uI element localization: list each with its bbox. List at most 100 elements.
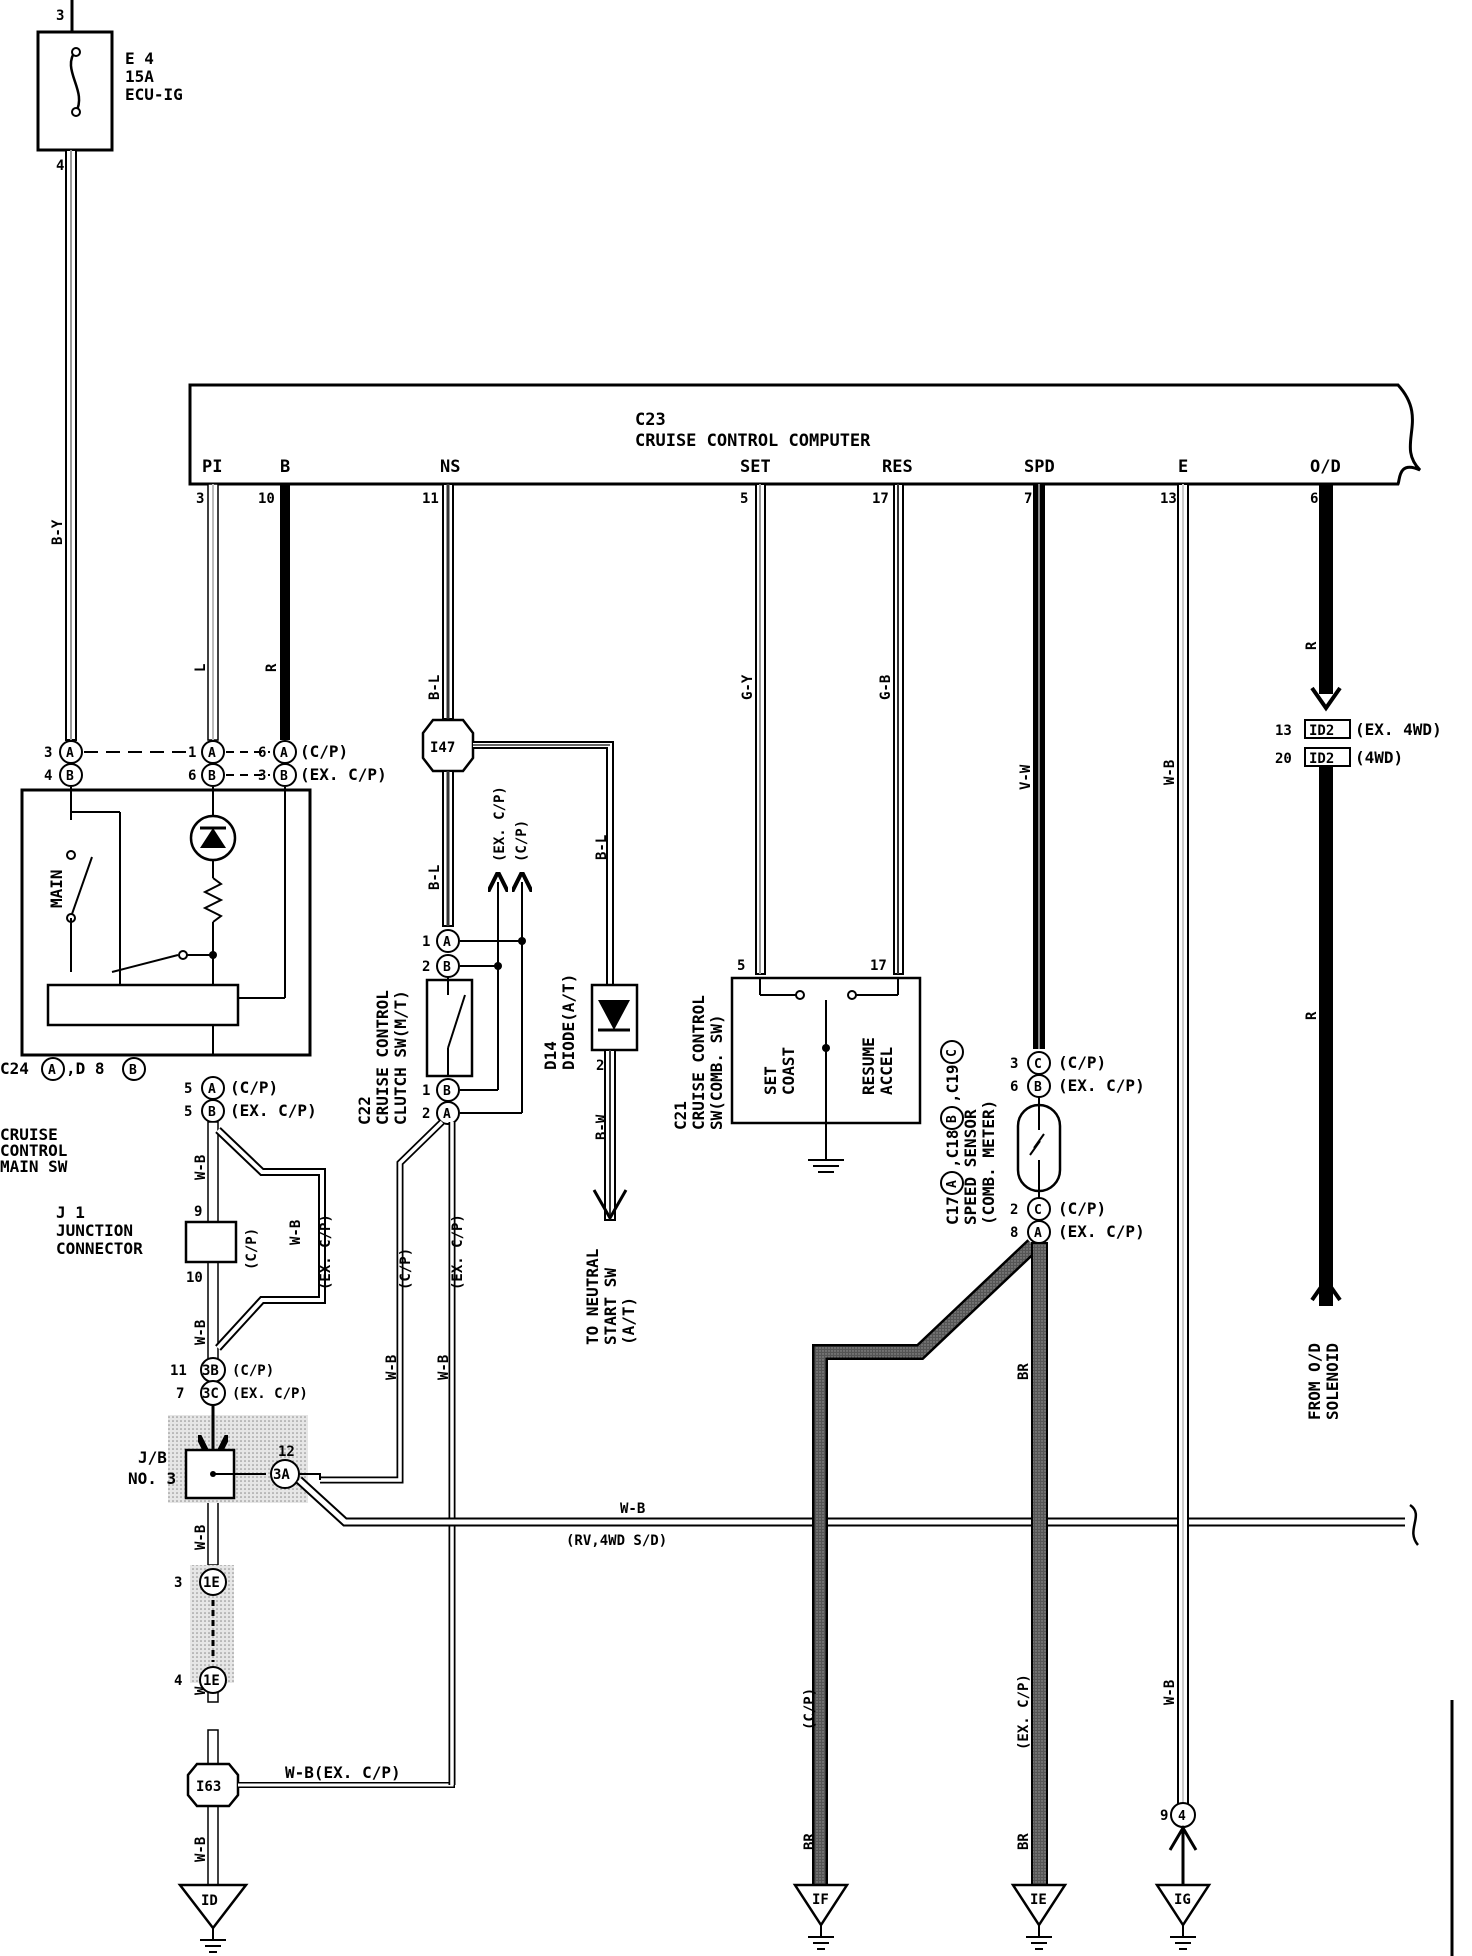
svg-text:B-L: B-L — [427, 865, 443, 890]
svg-text:NO. 3: NO. 3 — [128, 1469, 176, 1488]
wire-w-b-horizontal: W-B (RV,4WD S/D) — [295, 1476, 1420, 1549]
fuse-e4: 3 E 4 15A ECU-IG 4 — [36, 0, 183, 174]
svg-text:J/B: J/B — [138, 1448, 167, 1467]
svg-text:CRUISE: CRUISE — [0, 1125, 58, 1144]
svg-text:3: 3 — [56, 8, 64, 24]
speed-sensor: C B 3 6 (C/P) (EX. C/P) C A 2 8 (C/P) (E… — [1010, 1051, 1145, 1244]
svg-text:(C/P): (C/P) — [802, 1688, 818, 1730]
svg-text:,C18: ,C18 — [943, 1129, 962, 1168]
svg-text:E: E — [1178, 457, 1188, 477]
svg-text:(C/P): (C/P) — [230, 1078, 278, 1097]
svg-text:(C/P): (C/P) — [398, 1248, 414, 1290]
svg-text:B: B — [66, 769, 74, 784]
svg-text:CRUISE CONTROL: CRUISE CONTROL — [373, 990, 392, 1125]
svg-text:(COMB. METER): (COMB. METER) — [979, 1100, 998, 1225]
svg-text:A: A — [66, 746, 74, 761]
svg-text:(EX. C/P): (EX. C/P) — [318, 1214, 334, 1290]
svg-text:L: L — [193, 664, 209, 672]
svg-text:7: 7 — [176, 1386, 184, 1402]
svg-text:20: 20 — [1275, 751, 1292, 767]
svg-text:BR: BR — [1016, 1363, 1032, 1380]
svg-text:3: 3 — [196, 491, 204, 507]
svg-text:IF: IF — [812, 1892, 829, 1908]
svg-text:12: 12 — [278, 1444, 295, 1460]
svg-text:W-B: W-B — [436, 1355, 452, 1380]
wire-set-res: G-Y G-B — [740, 483, 904, 975]
svg-text:C22: C22 — [355, 1096, 374, 1125]
junction-connector-j1: 9 10 (C/P) J 1 JUNCTION CONNECTOR — [56, 1203, 260, 1286]
svg-text:START SW: START SW — [601, 1268, 620, 1345]
svg-text:B-L: B-L — [427, 675, 443, 700]
cruise-control-switch-c21: 5 17 SET COAST RESUME ACCEL C21 CRUISE C… — [671, 958, 922, 1173]
svg-text:(C/P): (C/P) — [1058, 1053, 1106, 1072]
cruise-control-computer: C23 CRUISE CONTROL COMPUTER — [188, 383, 1422, 486]
wire-od-r: R ID2 ID2 13 20 (EX. 4WD) (4WD) R FROM O… — [1275, 484, 1442, 1420]
wire-b-r: R — [264, 484, 290, 740]
svg-text:SPD: SPD — [1024, 457, 1055, 477]
svg-text:3: 3 — [44, 745, 52, 761]
wire-w-b-clutch: W-B (C/P) W-B (EX. C/P) — [299, 1119, 466, 1785]
ground-id: ID — [177, 1883, 249, 1953]
svg-text:SPEED SENSOR: SPEED SENSOR — [961, 1109, 980, 1225]
svg-text:W-B: W-B — [193, 1320, 209, 1345]
svg-text:SET: SET — [740, 457, 771, 477]
svg-text:W-B: W-B — [1162, 760, 1178, 785]
svg-text:2: 2 — [422, 1106, 430, 1122]
svg-text:DIODE(A/T): DIODE(A/T) — [559, 974, 578, 1070]
svg-text:BR: BR — [1016, 1833, 1032, 1850]
svg-text:C: C — [945, 1049, 960, 1057]
svg-text:W-B: W-B — [384, 1355, 400, 1380]
svg-text:(EX. C/P): (EX. C/P) — [1058, 1076, 1145, 1095]
svg-text:(4WD): (4WD) — [1355, 748, 1403, 767]
svg-text:A: A — [443, 935, 451, 950]
svg-text:C24: C24 — [0, 1059, 29, 1078]
svg-text:A: A — [280, 746, 288, 761]
svg-text:W-B: W-B — [288, 1220, 304, 1245]
svg-text:B: B — [129, 1063, 137, 1078]
svg-text:W-B: W-B — [193, 1155, 209, 1180]
svg-text:SOLENOID: SOLENOID — [1323, 1343, 1342, 1420]
svg-text:3C: 3C — [202, 1386, 219, 1402]
svg-text:V-W: V-W — [1018, 764, 1034, 790]
svg-text:1E: 1E — [203, 1575, 220, 1591]
svg-text:(RV,4WD S/D): (RV,4WD S/D) — [566, 1533, 667, 1549]
svg-text:A: A — [48, 1063, 56, 1078]
svg-text:6: 6 — [1310, 491, 1318, 507]
svg-text:NS: NS — [440, 457, 460, 477]
svg-text:3B: 3B — [202, 1363, 219, 1379]
svg-text:IE: IE — [1030, 1892, 1047, 1908]
wire-e-w-b: W-B W-B 4 9 — [1160, 483, 1198, 1885]
svg-text:CONTROL: CONTROL — [0, 1141, 67, 1160]
svg-text:11: 11 — [422, 491, 439, 507]
svg-text:13: 13 — [1160, 491, 1177, 507]
svg-text:9: 9 — [1160, 1808, 1168, 1824]
svg-text:G-Y: G-Y — [740, 674, 756, 700]
svg-text:5: 5 — [184, 1104, 192, 1120]
svg-text:3: 3 — [1010, 1056, 1018, 1072]
svg-text:6: 6 — [258, 745, 266, 761]
svg-text:B: B — [1034, 1080, 1042, 1095]
svg-text:1E: 1E — [203, 1673, 220, 1689]
svg-text:A: A — [208, 1082, 216, 1097]
ground-ig: IG — [1154, 1883, 1212, 1950]
svg-text:MAIN: MAIN — [47, 869, 66, 908]
svg-text:CRUISE CONTROL: CRUISE CONTROL — [689, 995, 708, 1130]
svg-text:R: R — [1304, 1011, 1320, 1020]
svg-text:B: B — [280, 769, 288, 784]
svg-text:JUNCTION: JUNCTION — [56, 1221, 133, 1240]
wire-ns-b-l: B-L I47 B-L B-L — [421, 483, 614, 985]
svg-text:W-B: W-B — [193, 1525, 209, 1550]
svg-text:ECU-IG: ECU-IG — [125, 85, 183, 104]
svg-text:(EX. C/P): (EX. C/P) — [492, 786, 508, 862]
svg-text:,C19: ,C19 — [943, 1064, 962, 1103]
svg-text:W-B: W-B — [1162, 1680, 1178, 1705]
svg-text:5: 5 — [737, 958, 745, 974]
diode-d14: 1 2 B-W D14 DIODE(A/T) TO NEUTRAL START … — [541, 974, 639, 1345]
svg-text:9: 9 — [194, 1204, 202, 1220]
svg-text:B: B — [208, 1105, 216, 1120]
svg-text:C: C — [1034, 1057, 1042, 1072]
svg-text:6: 6 — [1010, 1079, 1018, 1095]
svg-text:RES: RES — [882, 457, 913, 477]
svg-text:IG: IG — [1174, 1892, 1191, 1908]
